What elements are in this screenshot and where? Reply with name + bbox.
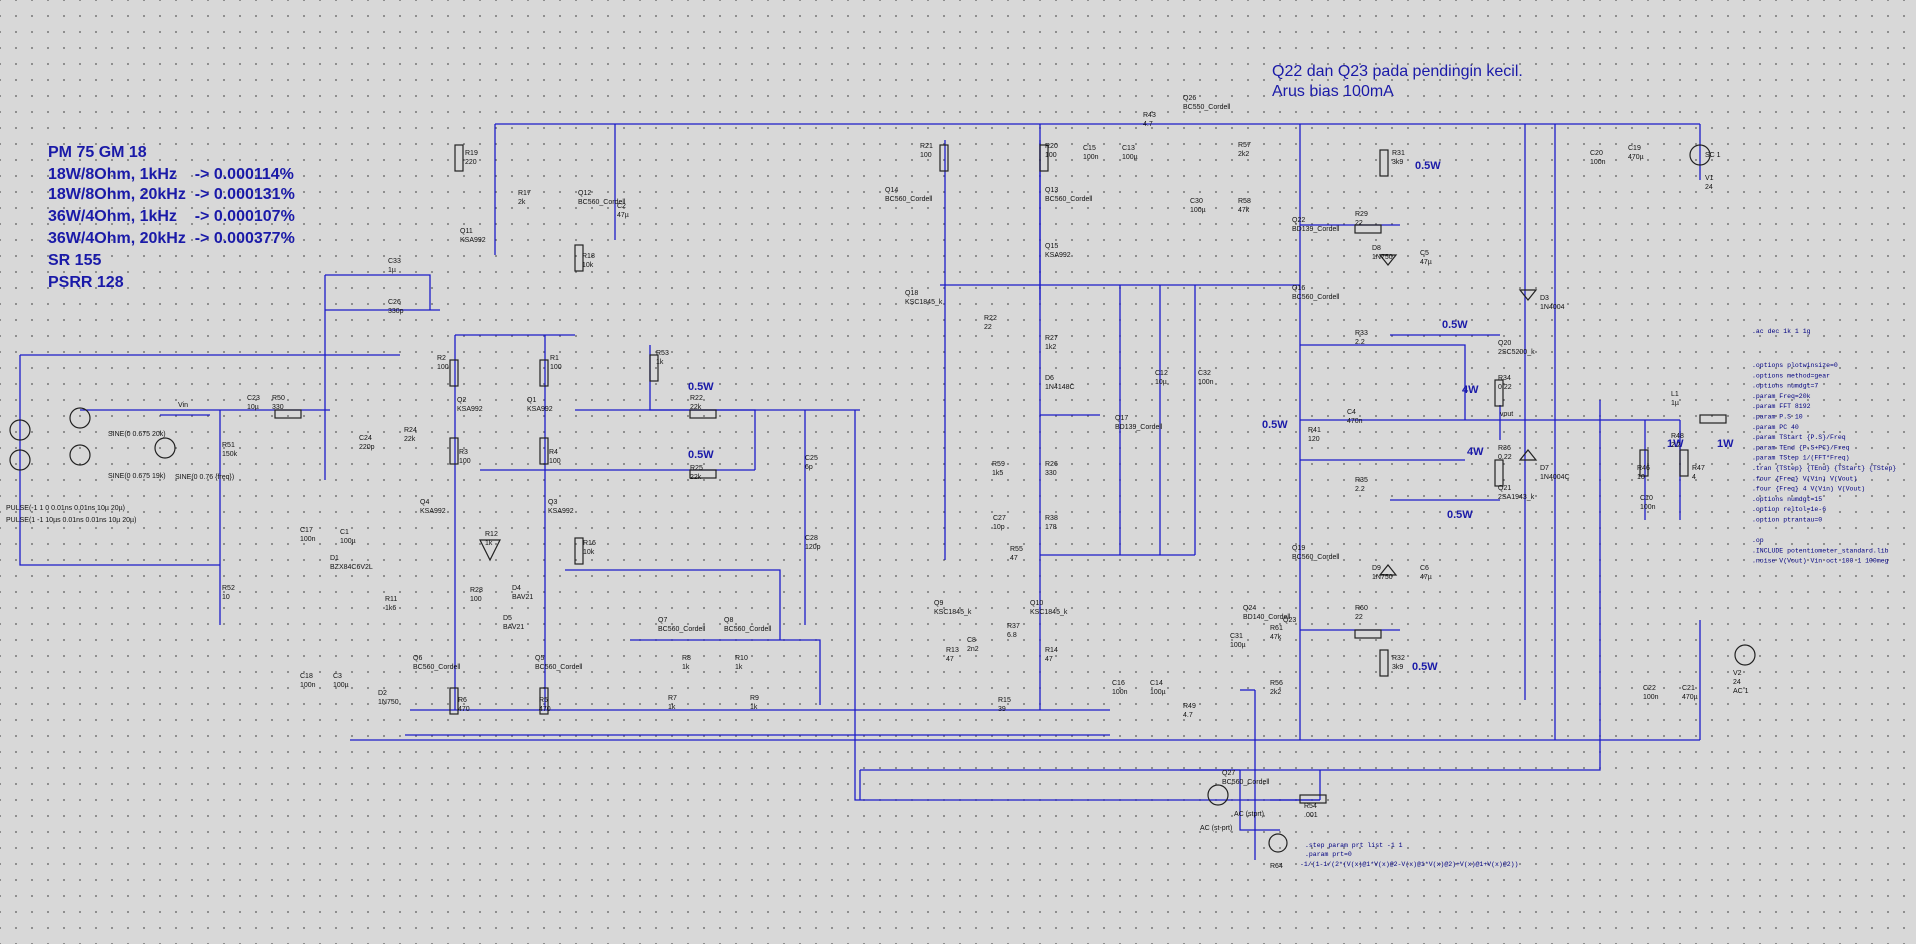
wires <box>19 123 1701 860</box>
component-symbols <box>9 144 1756 853</box>
